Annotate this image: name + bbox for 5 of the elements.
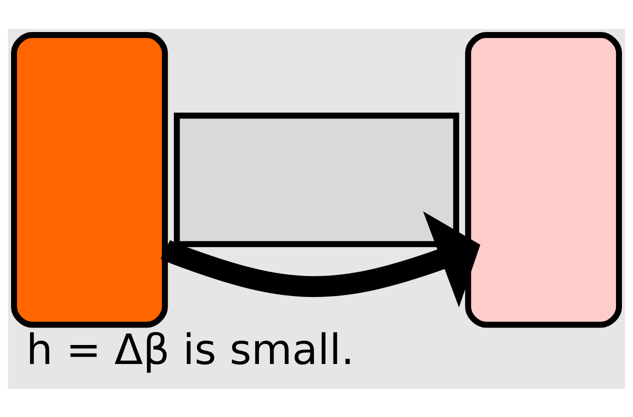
caption: h = Δβ is small. xyxy=(26,324,354,374)
node-box xyxy=(11,31,168,328)
node-bar xyxy=(174,112,460,247)
node-box xyxy=(465,31,622,328)
arrow xyxy=(160,210,480,307)
